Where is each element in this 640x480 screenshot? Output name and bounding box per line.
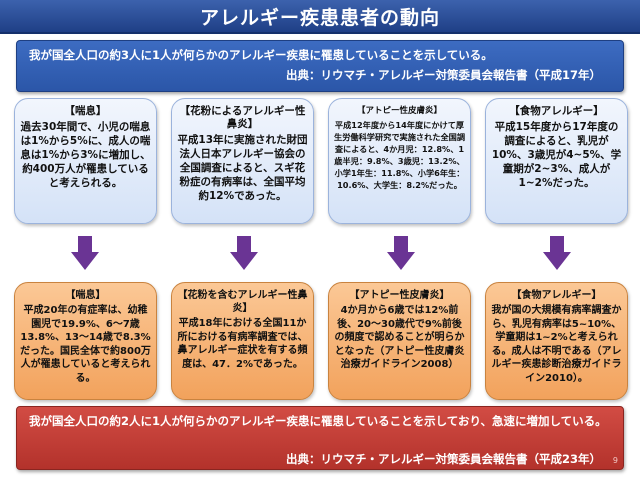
card-body: 4か月から6歳では12%前後、20～30歳代で9%前後の頻度で認めることが明らか… xyxy=(334,305,465,370)
card-body: 平成20年の有症率は、幼稚園児で19.9%、6～7歳13.8%、13～14歳で8… xyxy=(20,305,151,384)
down-arrow-icon xyxy=(387,236,415,270)
card-body: 平成18年における全国11か所における有病率調査では、鼻アレルギー症状を有する頻… xyxy=(177,318,308,370)
card-body: 過去30年間で、小児の喘息は1%から5%に、成人の喘息は1%から3%に増加し、約… xyxy=(20,121,151,189)
card-heading: 【花粉を含むアレルギー性鼻炎】 xyxy=(177,290,308,314)
slide-page-number: 9 xyxy=(612,456,618,465)
bottom-summary-text: 我が国全人口の約2人に1人が何らかのアレルギー疾患に罹患していることを示しており… xyxy=(29,414,607,428)
card-body: 我が国の大規模有病率調査から、乳児有病率は5~10%、学童期は1~2%と考えられ… xyxy=(491,305,622,384)
slide-title-bar: アレルギー疾患患者の動向 xyxy=(0,0,640,34)
card-asthma-recent: 【喘息】 平成20年の有症率は、幼稚園児で19.9%、6～7歳13.8%、13～… xyxy=(14,282,157,400)
card-food-allergy-past: 【食物アレルギー】 平成15年度から17年度の調査によると、乳児が10%、3歳児… xyxy=(485,98,628,224)
bottom-summary-source: 出典：リウマチ・アレルギー対策委員会報告書（平成23年） xyxy=(285,452,601,466)
card-body: 平成13年に実施された財団法人日本アレルギー協会の全国調査によると、スギ花粉症の… xyxy=(177,134,308,202)
card-asthma-past: 【喘息】 過去30年間で、小児の喘息は1%から5%に、成人の喘息は1%から3%に… xyxy=(14,98,157,224)
card-food-allergy-recent: 【食物アレルギー】 我が国の大規模有病率調査から、乳児有病率は5~10%、学童期… xyxy=(485,282,628,400)
card-heading: 【喘息】 xyxy=(65,290,106,301)
card-atopic-dermatitis-past: 【アトピー性皮膚炎】 平成12年度から14年度にかけて厚生労働科学研究で実施され… xyxy=(328,98,471,224)
top-summary-text: 我が国全人口の約3人に1人が何らかのアレルギー疾患に罹患していることを示している… xyxy=(29,48,493,62)
card-atopic-dermatitis-recent: 【アトピー性皮膚炎】 4か月から6歳では12%前後、20～30歳代で9%前後の頻… xyxy=(328,282,471,400)
card-heading: 【アトピー性皮膚炎】 xyxy=(349,290,450,301)
down-arrow-icon xyxy=(71,236,99,270)
bottom-summary-box: 我が国全人口の約2人に1人が何らかのアレルギー疾患に罹患していることを示しており… xyxy=(16,406,624,470)
card-pollen-rhinitis-past: 【花粉によるアレルギー性鼻炎】 平成13年に実施された財団法人日本アレルギー協会… xyxy=(171,98,314,224)
card-heading: 【食物アレルギー】 xyxy=(511,290,602,301)
down-arrow-icon xyxy=(230,236,258,270)
card-heading: 【喘息】 xyxy=(64,105,107,117)
card-body: 平成15年度から17年度の調査によると、乳児が10%、3歳児が4~5%、学童期が… xyxy=(491,121,622,189)
card-heading: 【アトピー性皮膚炎】 xyxy=(356,106,442,116)
card-heading: 【花粉によるアレルギー性鼻炎】 xyxy=(179,105,306,130)
card-body: 平成12年度から14年度にかけて厚生労働科学研究で実施された全国調査によると、4… xyxy=(334,120,466,190)
slide-title: アレルギー疾患患者の動向 xyxy=(199,6,440,29)
top-summary-box: 我が国全人口の約3人に1人が何らかのアレルギー疾患に罹患していることを示している… xyxy=(16,40,624,92)
card-pollen-rhinitis-recent: 【花粉を含むアレルギー性鼻炎】 平成18年における全国11か所における有病率調査… xyxy=(171,282,314,400)
down-arrow-icon xyxy=(543,236,571,270)
top-summary-source: 出典：リウマチ・アレルギー対策委員会報告書（平成17年） xyxy=(285,68,601,82)
card-heading: 【食物アレルギー】 xyxy=(509,105,604,117)
